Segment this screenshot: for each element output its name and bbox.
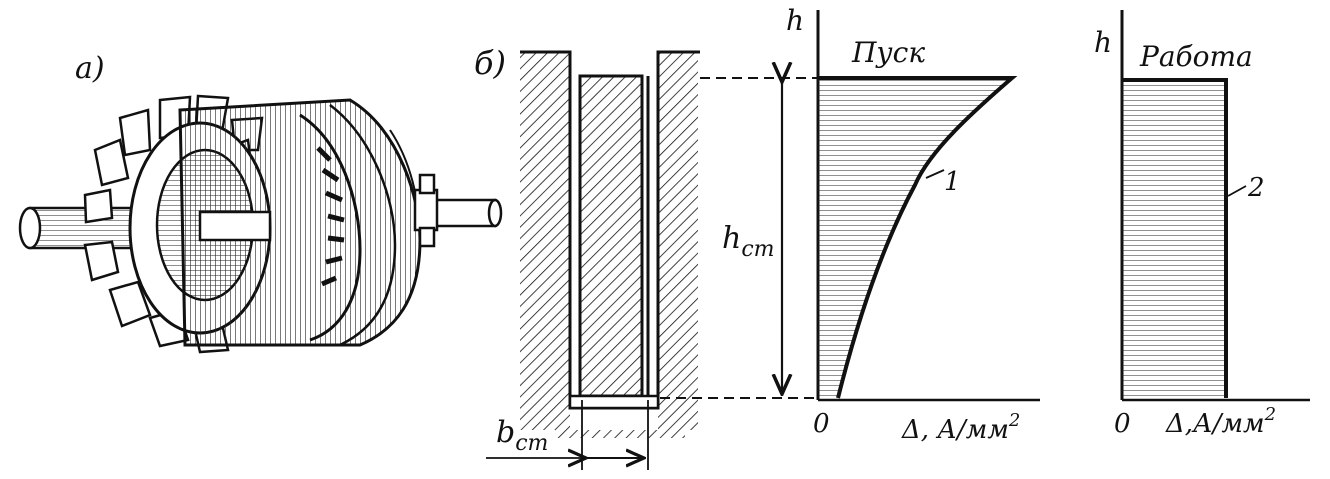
slot-section	[486, 50, 818, 470]
start-title: Пуск	[851, 36, 925, 69]
steel-right	[658, 52, 698, 430]
start-x-label: Δ, А/мм2	[901, 410, 1020, 445]
run-title: Работа	[1139, 40, 1253, 73]
start-density-area	[818, 78, 1012, 398]
slot-width-label: bст	[496, 415, 548, 456]
run-origin-label: 0	[1114, 409, 1131, 439]
start-density-curve	[818, 76, 1018, 399]
right-hub	[413, 173, 439, 248]
rotor-illustration	[18, 94, 503, 354]
rotor-slots	[316, 146, 345, 287]
start-origin-label: 0	[813, 409, 830, 439]
run-current-chart	[1120, 10, 1310, 402]
start-curve-label: 1	[944, 167, 961, 197]
rotor-bar	[578, 74, 644, 398]
panel-a-label: а)	[75, 51, 105, 86]
run-density-line	[1122, 78, 1228, 398]
run-density-area	[1122, 80, 1226, 398]
slot-height-label: hст	[722, 221, 775, 262]
start-y-label: h	[786, 4, 804, 37]
shaft-right	[428, 198, 503, 228]
start-current-chart	[816, 10, 1040, 402]
shaft-center	[198, 210, 272, 242]
run-curve-label: 2	[1247, 173, 1265, 203]
panel-b-label: б)	[474, 44, 506, 82]
steel-left	[520, 52, 570, 430]
run-x-label: Δ,А/мм2	[1165, 404, 1276, 439]
run-y-label: h	[1094, 26, 1112, 59]
